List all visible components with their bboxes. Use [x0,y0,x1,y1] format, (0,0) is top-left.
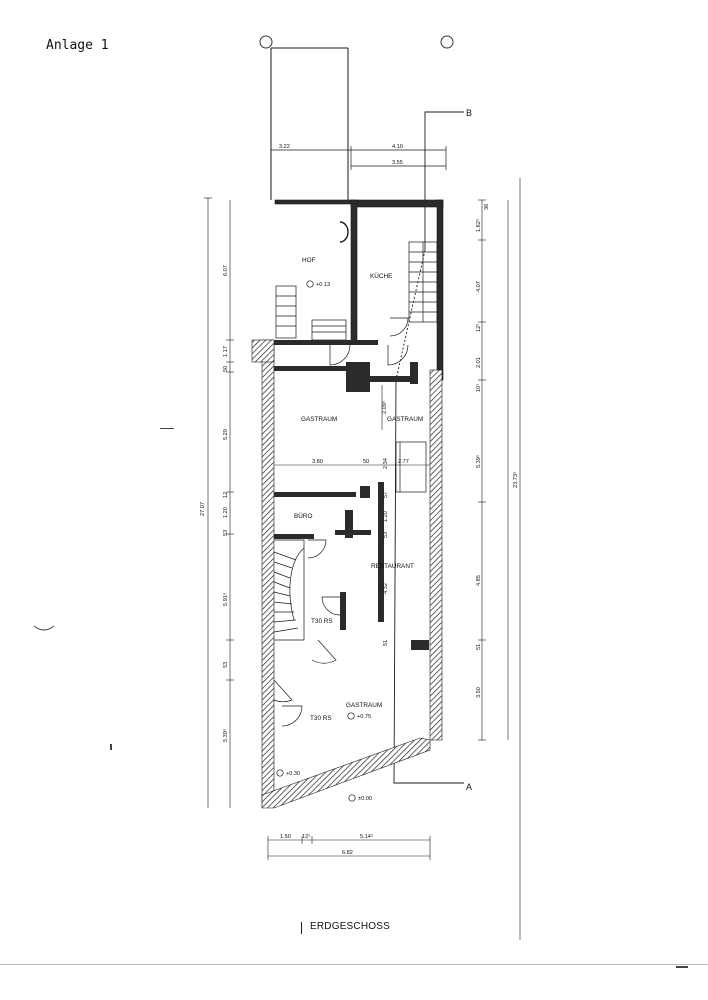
wall-front-diagonal [261,737,431,809]
wall-kueche-north [350,199,444,208]
door-kueche-west [389,317,409,337]
main-staircase [273,539,305,641]
title-tick [301,922,302,934]
dim-left-4: 5.29 [223,429,229,440]
door-kueche-south [387,344,409,366]
level-street: ±0.00 [358,796,372,802]
room-kueche: KÜCHE [370,272,392,280]
annex-label: Anlage 1 [46,38,109,53]
dim-mid-5: 51 [383,640,389,646]
hof-stair [275,285,347,341]
level-marker-gastraum [347,712,355,720]
wall-west-offset [251,339,275,363]
door-swings [273,317,409,727]
level-marker-hof [306,280,314,288]
section-mark-a: A [466,782,472,792]
dim-right-3: 4.07 [476,281,482,292]
punch-hole-left [259,35,273,49]
wall-kueche-east [436,199,444,381]
room-restaurant: RESTAURANT [371,563,414,570]
dim-left-8: 5.91⁵ [222,593,229,606]
dim-bottom-4: 6.82 [342,850,353,856]
courtyard-boundary [270,47,349,200]
level-markers [276,280,356,802]
dim-right-10: 3.50 [476,687,482,698]
dim-mid-3: 53 [383,532,389,538]
outer-walls [251,199,444,809]
dim-interior-2: 50 [363,459,369,465]
door-vestibule [273,679,293,703]
door-wc [311,639,337,664]
room-gastraum-left: GASTRAUM [301,416,337,423]
dim-left-9: 53 [223,662,229,668]
dim-mid-4: 4.32 [383,583,389,594]
level-entrance: +0.30 [286,771,300,777]
dim-bottom-2: 12⁵ [302,833,311,840]
level-marker-entrance [276,769,284,777]
dim-bottom-3: 5.14⁵ [360,833,373,840]
interior-walls [274,340,429,650]
right-dimensions [478,178,521,940]
kueche-stair [408,241,438,323]
door-stair [307,539,327,559]
dim-right-9: 51 [476,644,482,650]
room-hof: HOF [302,257,316,264]
dim-mid-2: 1.20 [383,511,389,522]
door-label-t30-lower: T30 RS [310,715,332,722]
room-gastraum-front: GASTRAUM [346,702,382,709]
dim-left-2: 1.17 [223,346,229,357]
left-dimensions [204,197,234,808]
wall-west [261,339,275,806]
drawing-title: ERDGESCHOSS [310,921,390,932]
dim-mid-1: 57 [383,492,389,498]
dim-right-4: 12⁵ [475,323,482,332]
dim-right-6: 10⁵ [475,383,482,392]
room-gastraum-right: GASTRAUM [387,416,423,423]
section-line [393,111,464,784]
dim-interior-5: 2.34 [383,458,389,469]
dim-right-7: 5.39⁵ [475,455,482,468]
dim-right-outer: 23.73⁵ [512,472,519,488]
door-t30-upper [321,596,341,616]
wall-kueche-west [350,199,358,341]
wall-east [429,369,443,741]
dim-right-1: 1.62⁵ [475,219,482,232]
level-gastraum-front: +0.75 [357,714,371,720]
dim-right-2: 36 [484,204,490,210]
hof-column [339,221,349,243]
dim-top-1: 3.22 [279,144,290,150]
dim-right-8: 4.85 [476,575,482,586]
interior-dimensions [274,385,430,466]
dim-left-3: 50 [223,366,229,372]
bottom-dimensions [267,836,431,860]
level-marker-street [348,794,356,802]
dim-top-3: 3.55 [392,160,403,166]
punch-holes [259,35,454,49]
dim-left-6: 1.20 [223,507,229,518]
wall-hof-north [274,199,352,205]
dim-interior-1: 3.80 [312,459,323,465]
room-buero: BÜRO [294,512,312,520]
dim-bottom-1: 1.50 [280,834,291,840]
door-label-t30-upper: T30 RS [311,618,333,625]
section-mark-b: B [466,108,472,118]
dim-interior-3: 2.77 [398,459,409,465]
door-hof [329,344,351,366]
door-t30-lower [281,705,303,727]
dim-left-10: 5.39⁵ [222,729,229,742]
dim-interior-4: 2.09⁵ [381,401,388,414]
dim-left-7: 53 [223,530,229,536]
top-dimension-chain [270,146,447,170]
dim-top-2: 4.10 [392,144,403,150]
dim-left-outer: 27.07 [200,502,206,516]
scan-noise [0,428,708,968]
dim-left-1: 6.07 [223,265,229,276]
dim-left-5: 12 [223,492,229,498]
punch-hole-right [440,35,454,49]
level-hof: +0.13 [316,282,330,288]
counter [395,441,427,493]
dim-right-5: 2.01 [476,357,482,368]
